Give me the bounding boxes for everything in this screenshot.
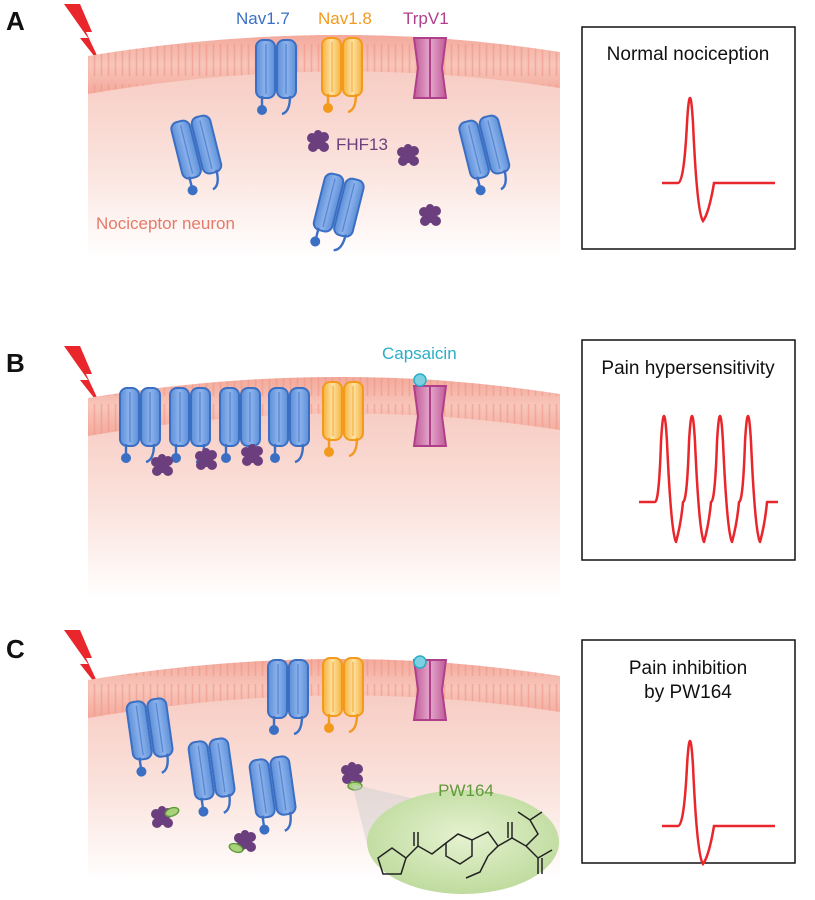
pain-inhibition-title-line1: Pain inhibition	[629, 658, 747, 679]
pw164-label: PW164	[438, 781, 494, 800]
pw164-molecule-icon	[164, 806, 180, 818]
fhf13-protein-icon	[195, 448, 217, 470]
capsaicin-molecule-icon	[413, 373, 427, 387]
cytoplasm	[88, 396, 560, 600]
pw164-callout	[367, 790, 559, 894]
normal-nociception-title: Normal nociception	[607, 44, 770, 65]
fhf13-protein-icon	[341, 762, 363, 784]
trpv1-label: TrpV1	[403, 9, 449, 28]
pain-hypersensitivity-title: Pain hypersensitivity	[601, 358, 775, 379]
pain-inhibition-title-line2: by PW164	[644, 682, 732, 703]
action-potential-trace	[639, 415, 778, 544]
lightning-bolt-icon	[64, 346, 102, 408]
nav17-channel	[248, 755, 297, 835]
nav17-channel	[267, 659, 309, 736]
panel-c-label: C	[6, 634, 25, 664]
nav17-channel	[187, 737, 236, 817]
normal-nociception-box	[581, 26, 796, 250]
capsaicin-molecule-icon	[413, 655, 427, 669]
action-potential-trace	[662, 97, 775, 224]
nav17-label: Nav1.7	[236, 9, 290, 28]
cytoplasm	[88, 54, 560, 258]
trpv1-channel	[412, 37, 448, 99]
fhf13-protein-icon	[397, 144, 419, 166]
panel-b-label: B	[6, 348, 25, 378]
nav17-channel	[310, 172, 365, 252]
nav17-channel	[125, 697, 174, 777]
trpv1-channel	[412, 659, 448, 721]
fhf13-protein-icon	[241, 444, 263, 466]
lightning-bolt-icon	[64, 4, 102, 66]
fhf13-label: FHF13	[336, 135, 388, 154]
panel-a-label: A	[6, 6, 25, 36]
nav17-channel	[458, 114, 511, 196]
nav18-label: Nav1.8	[318, 9, 372, 28]
fhf13-protein-icon	[419, 204, 441, 226]
nav17-channel	[268, 387, 310, 464]
pw164-molecule-icon	[228, 842, 244, 854]
capsaicin-label: Capsaicin	[382, 344, 457, 363]
chemical-structure-icon	[377, 811, 553, 879]
fhf13-protein-icon	[307, 130, 329, 152]
nav18-channel	[322, 657, 364, 734]
fhf13-protein-icon	[151, 454, 173, 476]
nav17-channel	[170, 114, 223, 196]
nociceptor-neuron-label: Nociceptor neuron	[96, 214, 235, 233]
trpv1-channel	[412, 385, 448, 447]
lightning-bolt-icon	[64, 630, 102, 692]
nav18-channel	[321, 37, 363, 114]
nav17-channel	[169, 387, 211, 464]
nav17-channel	[219, 387, 261, 464]
nav17-channel	[255, 39, 297, 116]
action-potential-trace	[662, 740, 775, 867]
nav17-channel	[119, 387, 161, 464]
nav18-channel	[322, 381, 364, 458]
